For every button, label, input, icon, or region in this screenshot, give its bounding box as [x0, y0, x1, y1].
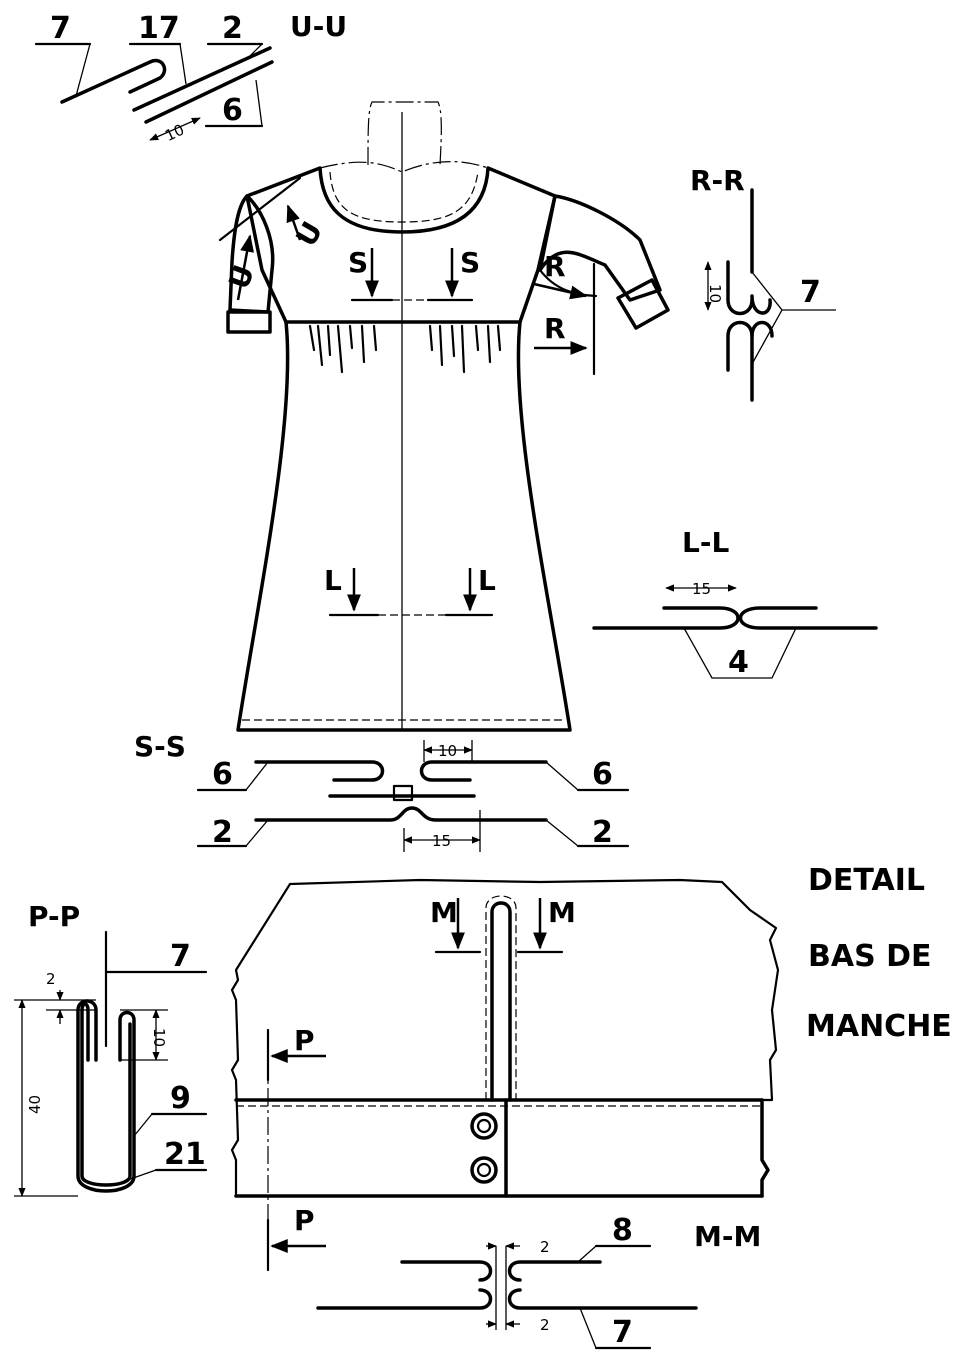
- uu-part-2: 2: [222, 11, 243, 46]
- mm-section-label: M-M: [694, 1220, 761, 1253]
- pp-dim-10: 10: [150, 1028, 168, 1047]
- gathers-left: [308, 324, 378, 374]
- detail-cut-p-top: P: [294, 1024, 315, 1057]
- ll-part-4: 4: [728, 645, 749, 680]
- cut-label-r-top: R: [544, 250, 566, 283]
- ss-part-2-left: 2: [212, 815, 233, 850]
- pp-dim-2: 2: [46, 970, 56, 988]
- button-lower: [470, 1156, 498, 1184]
- detail-cut-m-right: M: [548, 896, 576, 929]
- detail-break-outline: [230, 878, 780, 1198]
- dress-front-view: [226, 101, 670, 732]
- section-p-p: [14, 930, 208, 1197]
- ss-dim-10: 10: [438, 742, 457, 760]
- detail-title-line2: BAS DE: [808, 939, 932, 974]
- rr-section-label: R-R: [690, 164, 745, 197]
- detail-title-line3: MANCHE: [806, 1009, 952, 1044]
- uu-section-label: U-U: [290, 10, 347, 43]
- pp-part-9: 9: [170, 1081, 191, 1116]
- ss-part-6-left: 6: [212, 757, 233, 792]
- cut-label-u-left: U: [222, 261, 261, 294]
- button-upper: [470, 1112, 498, 1140]
- section-s-s: [196, 740, 630, 852]
- uu-part-17: 17: [138, 11, 180, 46]
- left-sleeve-band: [226, 310, 272, 334]
- ss-dim-15: 15: [432, 832, 451, 850]
- ll-section-label: L-L: [682, 526, 729, 559]
- detail-cut-p-bottom: P: [294, 1204, 315, 1237]
- uu-part-6: 6: [222, 93, 243, 128]
- ss-part-2-right: 2: [592, 815, 613, 850]
- cut-label-l-left: L: [324, 564, 342, 597]
- right-armhole: [538, 268, 598, 298]
- section-u-u: [34, 42, 274, 141]
- cut-markers: [218, 176, 596, 617]
- rr-dim-10: 10: [706, 284, 724, 303]
- ll-dim-15: 15: [692, 580, 711, 598]
- section-r-r: [704, 188, 836, 402]
- cut-label-l-right: L: [478, 564, 496, 597]
- ss-section-label: S-S: [134, 730, 186, 763]
- pp-part-7: 7: [170, 939, 191, 974]
- ss-part-6-right: 6: [592, 757, 613, 792]
- detail-title-line1: DETAIL: [808, 863, 925, 898]
- pp-dim-40: 40: [26, 1095, 44, 1114]
- right-sleeve: [538, 194, 662, 302]
- rr-part-7: 7: [800, 275, 821, 310]
- gathers-right: [428, 324, 502, 374]
- cut-label-s-left: S: [348, 246, 368, 279]
- mm-dim-2-bottom: 2: [540, 1316, 550, 1334]
- section-m-m: [316, 1242, 698, 1350]
- bodice-outline: [245, 166, 557, 324]
- sleeve-hem-detail: [230, 878, 780, 1272]
- mm-part-8: 8: [612, 1213, 633, 1248]
- mm-part-7: 7: [612, 1315, 633, 1350]
- uu-part-7: 7: [50, 11, 71, 46]
- mannequin-outline: [319, 101, 489, 173]
- mm-dim-2-top: 2: [540, 1238, 550, 1256]
- cut-label-u-right: U: [289, 216, 329, 252]
- section-l-l: [592, 584, 878, 679]
- detail-cut-m-left: M: [430, 896, 458, 929]
- skirt-outline: [236, 320, 572, 732]
- neckline-facing: [329, 171, 479, 223]
- pp-part-21: 21: [164, 1137, 206, 1172]
- uu-dim-10: 10: [162, 121, 187, 145]
- right-sleeve-band: [616, 278, 670, 330]
- cut-label-s-right: S: [460, 246, 480, 279]
- pp-section-label: P-P: [28, 900, 80, 933]
- cut-label-r-bottom: R: [544, 312, 566, 345]
